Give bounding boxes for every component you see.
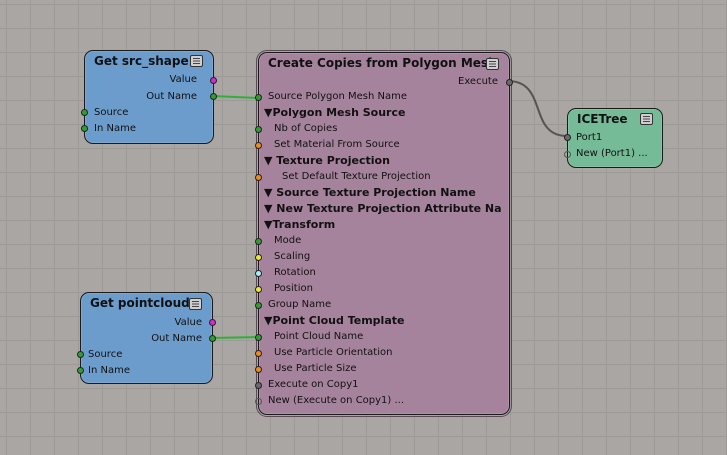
node-title: Get pointcloud (90, 296, 190, 310)
port-label: Set Material From Source (274, 139, 400, 150)
port-label: Position (274, 283, 313, 294)
port-input-dot[interactable] (255, 366, 262, 373)
port-new-label: New (Port1) ... (576, 148, 648, 159)
port-group-header[interactable]: ▼ New Texture Projection Attribute Na (264, 202, 502, 215)
port-label: Nb of Copies (274, 123, 338, 134)
node-title: Get src_shape (94, 54, 189, 68)
port-input-dot[interactable] (255, 126, 262, 133)
node-menu-icon[interactable] (189, 298, 202, 310)
node-icetree[interactable]: ICETree Port1 New (Port1) ... (564, 108, 663, 168)
port-label: Group Name (268, 299, 332, 310)
port-input-dot[interactable] (255, 350, 262, 357)
port-inname-green[interactable] (81, 125, 88, 132)
node-create-copies[interactable]: Create Copies from Polygon Mesh Execute … (255, 50, 513, 417)
wire-pointcloud-outname-to-cloud-name[interactable] (210, 336, 259, 339)
port-input-dot[interactable] (255, 142, 262, 149)
port-label: Use Particle Size (274, 363, 357, 374)
wire-src-outname-to-mesh-name[interactable] (212, 95, 259, 99)
port-input-dot[interactable] (255, 382, 262, 389)
port-input-dot[interactable] (255, 94, 262, 101)
port-label: Use Particle Orientation (274, 347, 393, 358)
port-execute-grey[interactable] (506, 79, 513, 86)
node-get-pointcloud[interactable]: Get pointcloud Value Out Name Source In … (77, 292, 216, 384)
port-value-magenta[interactable] (209, 319, 216, 326)
port-input-dot[interactable] (255, 334, 262, 341)
port-source-label: Source (94, 107, 129, 118)
port-group-header[interactable]: ▼ Texture Projection (264, 154, 390, 167)
port-group-header[interactable]: ▼Polygon Mesh Source (264, 106, 406, 119)
port-port1-grey[interactable] (564, 134, 571, 141)
port-input-dot[interactable] (255, 254, 262, 261)
port-input-dot[interactable] (255, 398, 262, 405)
port-input-dot[interactable] (255, 286, 262, 293)
port-inname-label: In Name (88, 365, 130, 376)
port-label: New (Execute on Copy1) ... (268, 395, 405, 406)
node-title: ICETree (577, 112, 628, 126)
port-source-green[interactable] (77, 351, 84, 358)
port-new-hollow[interactable] (564, 151, 571, 158)
node-menu-icon[interactable] (486, 58, 499, 70)
port-outname-label: Out Name (151, 333, 202, 344)
port-port1-label: Port1 (576, 132, 603, 143)
port-label: Rotation (274, 267, 316, 278)
port-input-dot[interactable] (255, 302, 262, 309)
port-outname-label: Out Name (146, 91, 197, 102)
port-execute-label: Execute (458, 76, 498, 87)
port-label: Execute on Copy1 (268, 379, 359, 390)
port-input-dot[interactable] (255, 174, 262, 181)
port-label: Source Polygon Mesh Name (268, 91, 408, 102)
port-group-header[interactable]: ▼Point Cloud Template (264, 314, 405, 327)
port-value-label: Value (169, 74, 197, 85)
port-value-label: Value (174, 317, 202, 328)
node-title: Create Copies from Polygon Mesh (268, 56, 497, 70)
port-input-dot[interactable] (255, 270, 262, 277)
port-source-label: Source (88, 349, 123, 360)
node-menu-icon[interactable] (640, 113, 653, 125)
port-label: Mode (274, 235, 302, 246)
node-get-src-shape[interactable]: Get src_shape Value Out Name Source In N… (81, 50, 217, 144)
port-source-green[interactable] (81, 109, 88, 116)
port-group-header[interactable]: ▼ Source Texture Projection Name (264, 186, 476, 199)
port-inname-green[interactable] (77, 367, 84, 374)
port-label: Point Cloud Name (274, 331, 364, 342)
wire-execute-to-port1[interactable] (507, 80, 568, 137)
port-input-dot[interactable] (255, 238, 262, 245)
node-menu-icon[interactable] (190, 55, 203, 67)
port-group-header[interactable]: ▼Transform (264, 218, 336, 231)
port-label: Scaling (274, 251, 311, 262)
port-outname-green[interactable] (210, 93, 217, 100)
port-outname-green[interactable] (209, 335, 216, 342)
port-value-magenta[interactable] (210, 77, 217, 84)
port-label: Set Default Texture Projection (282, 171, 431, 182)
port-inname-label: In Name (94, 123, 136, 134)
